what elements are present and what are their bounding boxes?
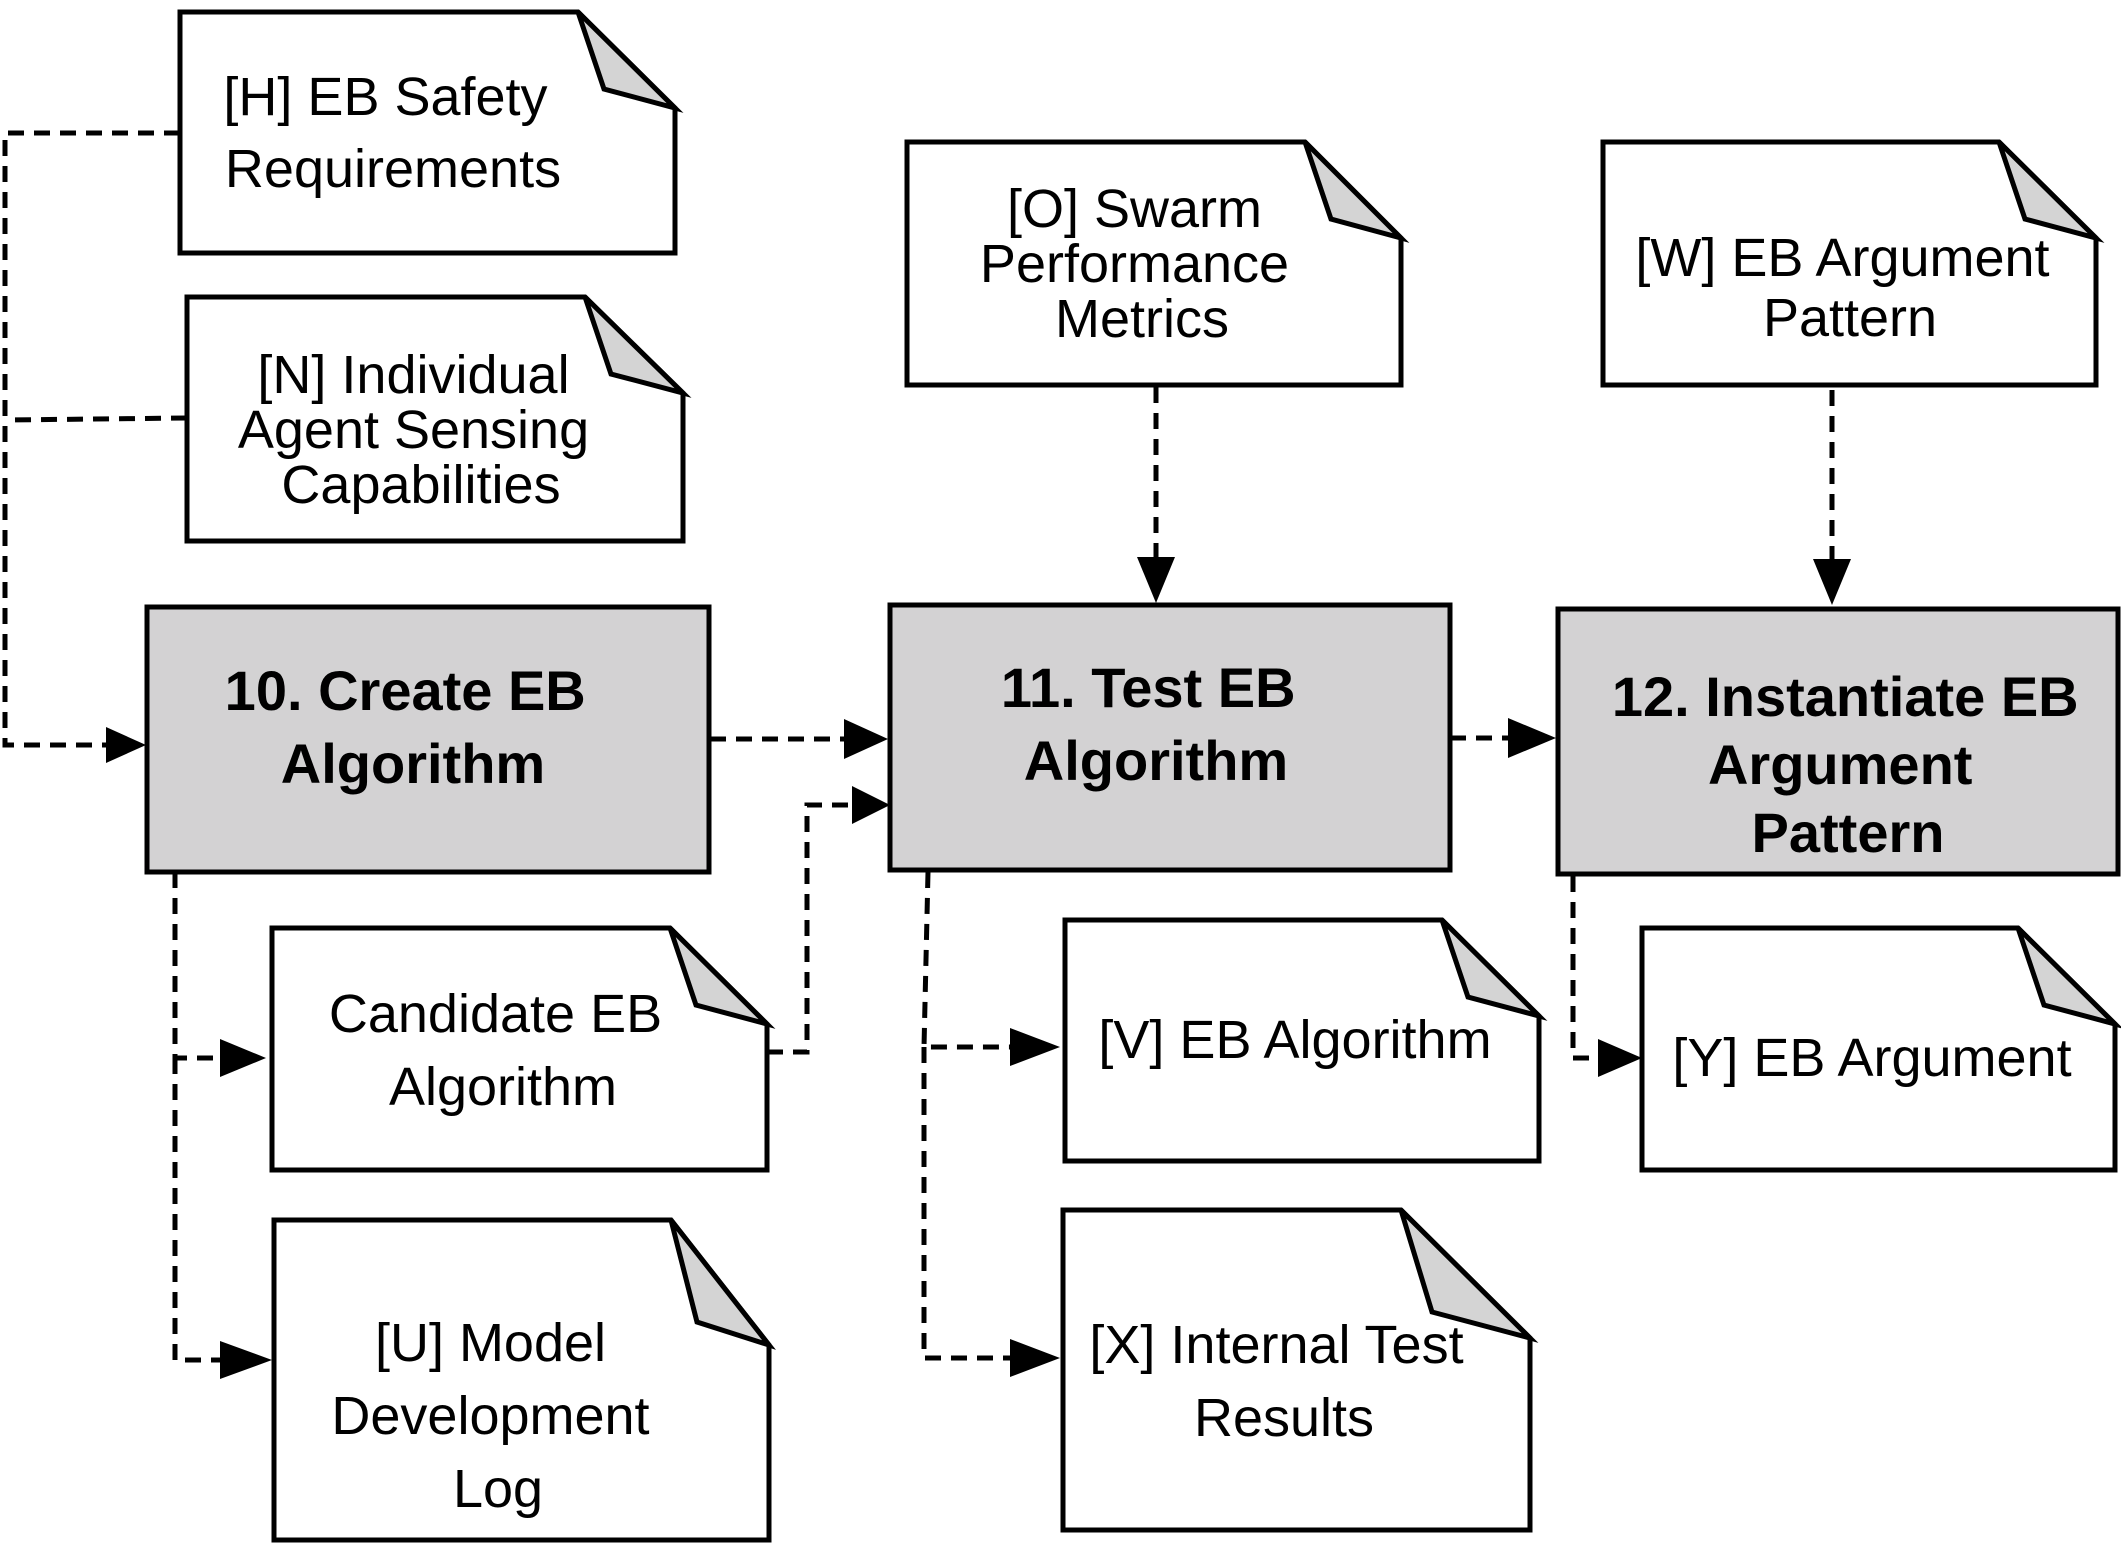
document-x-internal-test-results: [X] Internal Test Results [1060, 1207, 1539, 1533]
arrowhead-10-to-candidate [220, 1039, 266, 1077]
svg-text:11. Test EB Algorithm: 11. Test EB Algorithm [1001, 656, 1311, 792]
process-11-line-2: Algorithm [1024, 729, 1288, 792]
doc-n-line-2: Agent Sensing [238, 400, 589, 460]
arrowhead-11-to-12 [1508, 718, 1556, 758]
connector-candidate-to-11 [767, 802, 856, 1055]
doc-o-line-2: Performance [980, 234, 1289, 294]
arrowhead-10-to-11 [844, 719, 888, 759]
doc-u-line-2: Development [331, 1386, 649, 1446]
svg-text:[N] Individual Agent Sen: [N] Individual Agent Sensing Capabilitie… [238, 345, 604, 515]
connector-11-to-v [921, 871, 1010, 1050]
document-h-eb-safety-requirements: [H] EB Safety Requirements [177, 9, 684, 256]
connector-n-to-rail [4, 415, 188, 423]
doc-u-line-1: [U] Model [375, 1313, 606, 1373]
document-candidate-eb-algorithm: Candidate EB Algorithm [269, 925, 776, 1173]
svg-text:[X] Internal Test Result: [X] Internal Test Results [1089, 1315, 1478, 1448]
document-n-individual-agent-sensing-capabilities: [N] Individual Agent Sensing Capabilitie… [184, 294, 692, 544]
process-10-line-1: 10. Create EB [225, 659, 586, 722]
svg-text:[W] EB Argument Pattern: [W] EB Argument Pattern [1635, 228, 2064, 348]
arrowhead-10-to-u [220, 1341, 272, 1379]
doc-x-line-2: Results [1194, 1388, 1374, 1448]
svg-text:[V] EB Algorithm: [V] EB Algorithm [1098, 1010, 1491, 1070]
doc-n-line-1: [N] Individual [257, 345, 569, 405]
arrowhead-11-to-v [1010, 1028, 1060, 1066]
process-12-line-1: 12. Instantiate EB [1612, 665, 2079, 728]
doc-y-line-1: [Y] EB Argument [1672, 1028, 2071, 1088]
doc-o-line-1: [O] Swarm [1007, 179, 1262, 239]
connector-10-to-candidate [172, 872, 222, 1061]
doc-o-line-3: Metrics [1055, 289, 1229, 349]
doc-candidate-line-1: Candidate EB [329, 984, 662, 1044]
doc-h-line-1: [H] EB Safety [223, 67, 547, 127]
process-12-line-2: Argument [1708, 733, 1972, 796]
svg-text:[H] EB Safety Requiremen: [H] EB Safety Requirements [223, 67, 562, 199]
doc-v-line-1: [V] EB Algorithm [1098, 1010, 1491, 1070]
svg-text:[U] Model Development: [U] Model Development Log [331, 1313, 664, 1519]
svg-text:12. Instantiate EB Argum: 12. Instantiate EB Argument Pattern [1612, 665, 2094, 864]
process-11-test-eb-algorithm: 11. Test EB Algorithm [887, 602, 1453, 873]
document-v-eb-algorithm: [V] EB Algorithm [1062, 917, 1548, 1164]
document-w-eb-argument-pattern: [W] EB Argument Pattern [1600, 139, 2105, 388]
process-12-line-3: Pattern [1752, 801, 1945, 864]
connectors [2, 130, 1851, 1379]
connector-10-to-u [172, 1058, 222, 1363]
doc-x-line-1: [X] Internal Test [1089, 1315, 1463, 1375]
svg-text:10. Create EB Algorithm: 10. Create EB Algorithm [225, 659, 602, 795]
doc-w-line-2: Pattern [1763, 288, 1937, 348]
connector-h-to-10 [2, 130, 180, 748]
arrowhead-w-to-12 [1813, 559, 1851, 605]
process-10-line-2: Algorithm [281, 732, 545, 795]
document-u-model-development-log: [U] Model Development Log [271, 1217, 776, 1543]
arrowhead-into-10 [106, 727, 146, 763]
process-11-line-1: 11. Test EB [1001, 656, 1296, 719]
doc-h-line-2: Requirements [225, 139, 561, 199]
svg-text:[O] Swarm Performance: [O] Swarm Performance Metrics [980, 179, 1304, 349]
document-y-eb-argument: [Y] EB Argument [1639, 925, 2121, 1173]
doc-candidate-line-2: Algorithm [389, 1057, 617, 1117]
doc-u-line-3: Log [453, 1459, 543, 1519]
doc-n-line-3: Capabilities [281, 455, 560, 515]
arrowhead-11-to-x [1010, 1339, 1060, 1377]
connector-11-to-x [921, 1047, 1010, 1361]
connector-12-to-y [1570, 876, 1600, 1061]
arrowhead-candidate-to-11 [852, 786, 890, 824]
doc-w-line-1: [W] EB Argument [1635, 228, 2049, 288]
arrowhead-o-to-11 [1137, 557, 1175, 603]
svg-text:[Y] EB Argument: [Y] EB Argument [1672, 1028, 2071, 1088]
process-12-instantiate-eb-argument-pattern: 12. Instantiate EB Argument Pattern [1555, 606, 2121, 877]
svg-text:Candidate EB Algorithm: Candidate EB Algorithm [329, 984, 677, 1117]
document-o-swarm-performance-metrics: [O] Swarm Performance Metrics [904, 139, 1410, 388]
arrowhead-12-to-y [1598, 1039, 1642, 1077]
process-10-create-eb-algorithm: 10. Create EB Algorithm [144, 604, 712, 875]
